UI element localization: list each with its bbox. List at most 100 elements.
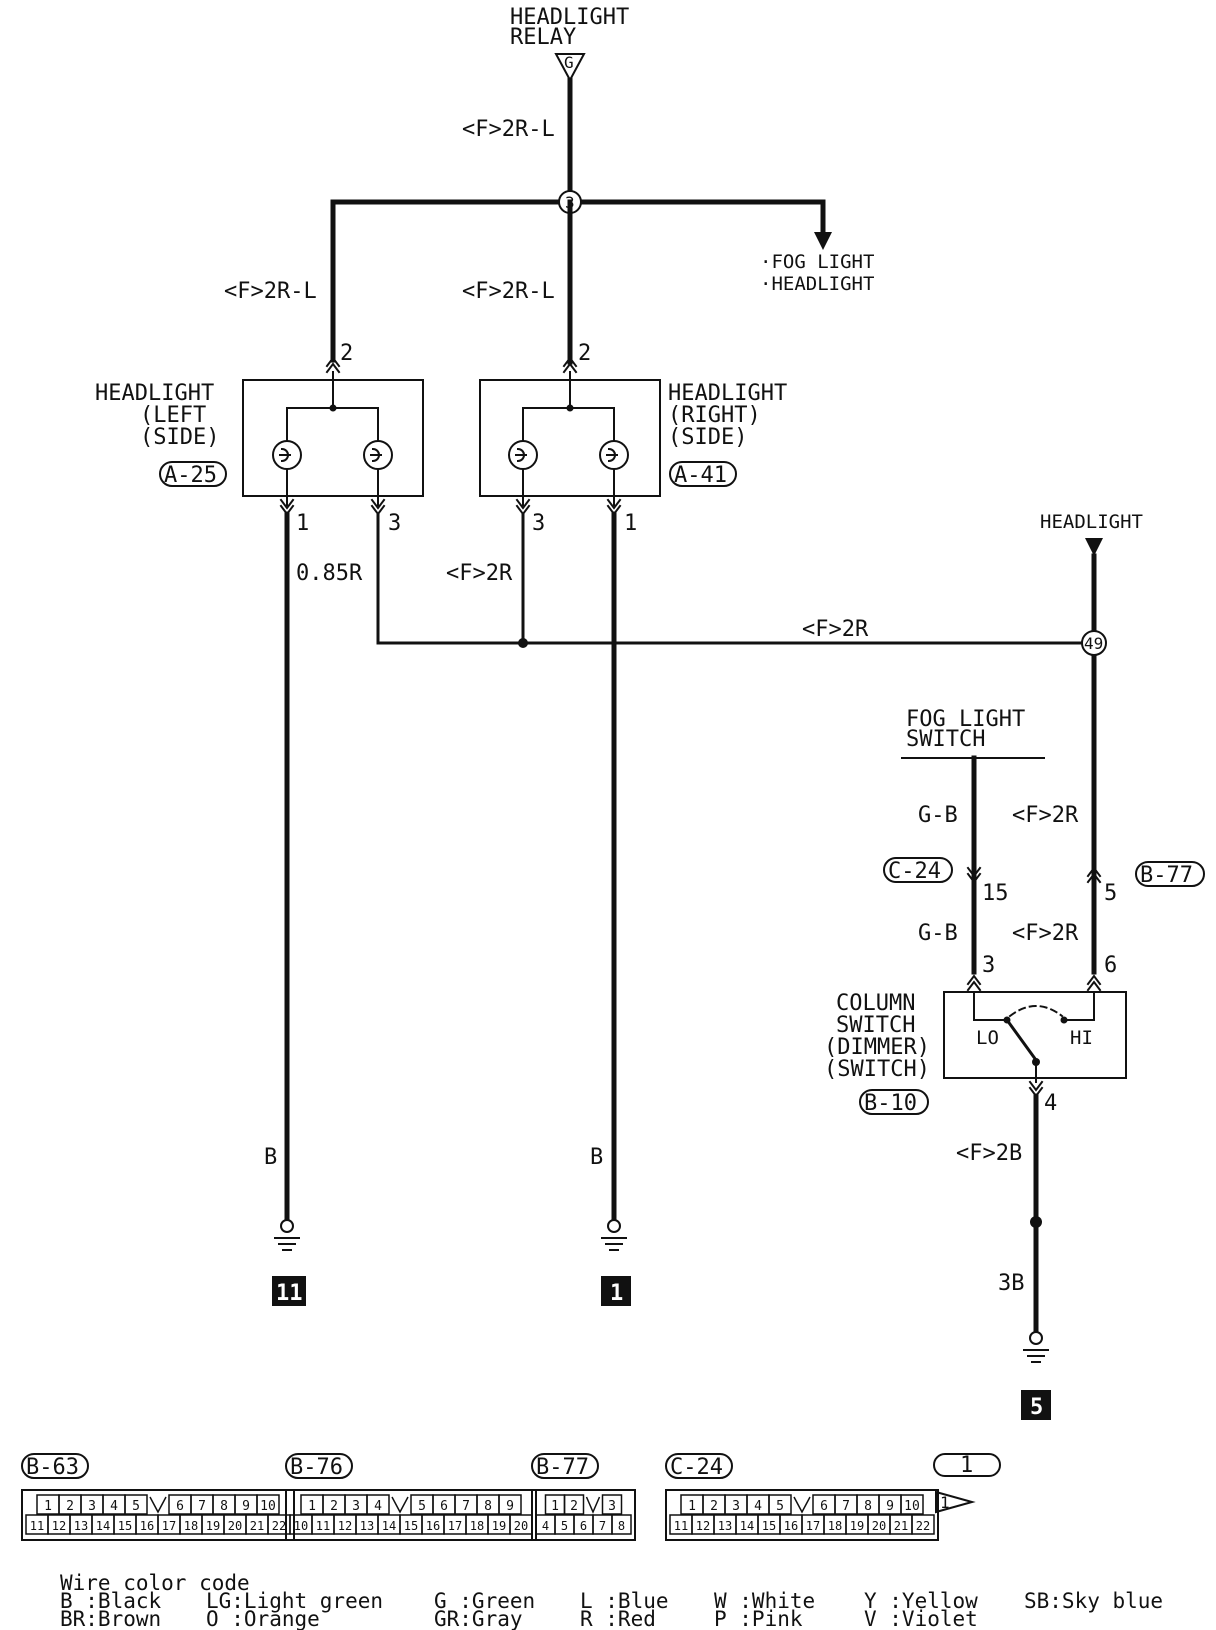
panel-b77-key-notch xyxy=(585,1496,601,1514)
legend-item: LG:Light green xyxy=(206,1589,383,1613)
junction-49 xyxy=(1081,630,1107,656)
fog-switch-line2: SWITCH xyxy=(906,727,985,752)
headlight-left-line3: (SIDE) xyxy=(140,425,219,450)
left-internal-node xyxy=(329,404,337,412)
panel-b76-pin: 5 xyxy=(418,1499,426,1514)
column-switch-line1: COLUMN xyxy=(836,991,915,1016)
panel-b76-pin: 17 xyxy=(448,1519,462,1533)
panel-c24-pin: 21 xyxy=(894,1519,908,1533)
panel-b76-key-notch xyxy=(391,1496,409,1514)
right-pin-a: 3 xyxy=(532,511,545,536)
panel-c24-pin: 16 xyxy=(784,1519,798,1533)
connector-badge-b10 xyxy=(859,1089,929,1115)
b77-pin5-chevron xyxy=(1086,866,1102,884)
column-switch-line3-text: DIMMER xyxy=(837,1035,917,1060)
left-internal-wire xyxy=(286,407,379,441)
panel-b77-cell xyxy=(563,1494,585,1515)
column-pin3-label: 3 xyxy=(982,953,995,978)
wire-label-left-feed: <F>2R-L xyxy=(224,279,317,304)
branch-arrow-icon xyxy=(814,232,832,250)
junction-49-label: 49 xyxy=(1084,634,1103,653)
panel-c24-pin: 10 xyxy=(904,1499,920,1514)
left-pin-top: 2 xyxy=(340,341,353,366)
headlight-right-line1: HEADLIGHT xyxy=(668,381,787,406)
panel-b63-pin: 2 xyxy=(66,1499,74,1514)
legend-item: SB:Sky blue xyxy=(1024,1589,1163,1613)
legend-item: BR:Brown xyxy=(60,1607,161,1630)
ground-left-label: 11 xyxy=(276,1281,303,1306)
panel-b76-cell xyxy=(366,1494,390,1515)
common-bus-wire xyxy=(376,512,1096,645)
wire-label-fog-gb-upper: G-B xyxy=(918,803,958,828)
panel-b63-pin: 13 xyxy=(74,1519,88,1533)
connector-b77-label: B-77 xyxy=(1140,863,1193,888)
panel-c24-pin: 12 xyxy=(696,1519,710,1533)
wire-label-left-ground: B xyxy=(264,1145,277,1170)
panel-c24-pin: 15 xyxy=(762,1519,776,1533)
panel-b63-pin: 20 xyxy=(228,1519,242,1533)
panel-c24-pin: 3 xyxy=(732,1499,740,1514)
panel-c24-pin: 18 xyxy=(828,1519,842,1533)
panel-b63-pin: 21 xyxy=(250,1519,264,1533)
ref-badge-label: 1 xyxy=(960,1453,973,1478)
panel-b77-label: B-77 xyxy=(536,1455,589,1480)
right-high-filament-icon xyxy=(515,447,527,463)
wire-label-relay-feed: <F>2R-L xyxy=(462,117,555,142)
panel-b77-cell xyxy=(601,1494,623,1515)
left-low-filament-icon xyxy=(279,447,291,463)
headlight-right-line2-text: RIGHT xyxy=(681,403,747,428)
panel-b76-pin: 8 xyxy=(484,1499,492,1514)
panel-c24-pin: 7 xyxy=(842,1499,850,1514)
panel-c24-pin: 5 xyxy=(776,1499,784,1514)
panel-b77-pin: 8 xyxy=(618,1519,625,1533)
panel-b77-pin: 5 xyxy=(561,1519,568,1533)
panel-b76-pin: 1 xyxy=(308,1499,316,1514)
left-pin-b: 3 xyxy=(388,511,401,536)
legend-item: B :Black xyxy=(60,1589,162,1613)
legend-item: V :Violet xyxy=(864,1607,978,1630)
panel-b76-cell xyxy=(498,1494,522,1515)
branch-to-line2: ·HEADLIGHT xyxy=(760,273,874,295)
panel-b76-pin: 12 xyxy=(338,1519,352,1533)
panel-c24-cell xyxy=(768,1494,792,1515)
panel-c24-pin: 4 xyxy=(754,1499,762,1514)
panel-c24-pin: 6 xyxy=(820,1499,828,1514)
headlight-feed-label: HEADLIGHT xyxy=(1040,511,1143,533)
wire-label-dimmer-out: <F>2B xyxy=(956,1141,1022,1166)
b77-pin5-label: 5 xyxy=(1104,881,1117,906)
column-switch-line4-text: SWITCH xyxy=(837,1057,916,1082)
panel-b77-frame xyxy=(531,1489,636,1541)
right-internal-node xyxy=(566,404,574,412)
panel-b77-pin: 4 xyxy=(542,1519,549,1533)
ground-badge-dimmer xyxy=(1021,1390,1051,1420)
panel-b63-pin: 17 xyxy=(162,1519,176,1533)
ground-right-label: 1 xyxy=(610,1281,623,1306)
column-pin6-chevron xyxy=(1086,974,1102,992)
column-hi-wire xyxy=(1065,991,1095,1021)
headlight-left-line2: (LEFT xyxy=(140,403,206,428)
right-ground-symbol-icon xyxy=(601,1219,627,1251)
panel-b63-pin: 8 xyxy=(220,1499,228,1514)
relay-terminal-triangle xyxy=(554,53,586,83)
panel-b76-pin: 7 xyxy=(462,1499,470,1514)
connector-badge-a25 xyxy=(159,461,227,487)
legend-item: O :Orange xyxy=(206,1607,320,1630)
connector-c24-label: C-24 xyxy=(888,859,941,884)
column-pin3-chevron xyxy=(966,974,982,992)
panel-c24-pin: 14 xyxy=(740,1519,754,1533)
legend-item: R :Red xyxy=(580,1607,656,1630)
top-bus-wire xyxy=(330,199,826,363)
legend-item: Y :Yellow xyxy=(864,1589,978,1613)
panel-c24-key-notch xyxy=(793,1496,811,1514)
panel-c24-pin: 22 xyxy=(916,1519,930,1533)
left-high-filament-icon xyxy=(370,447,382,463)
headlight-feed-arrow-icon xyxy=(1085,538,1103,556)
panel-c24-cell xyxy=(911,1514,935,1535)
panel-b76-pin: 13 xyxy=(360,1519,374,1533)
column-lo-wire xyxy=(973,991,1005,1021)
panel-b63-pin: 4 xyxy=(110,1499,118,1514)
panel-c24-pin: 20 xyxy=(872,1519,886,1533)
connector-a41-label: A-41 xyxy=(674,463,727,488)
